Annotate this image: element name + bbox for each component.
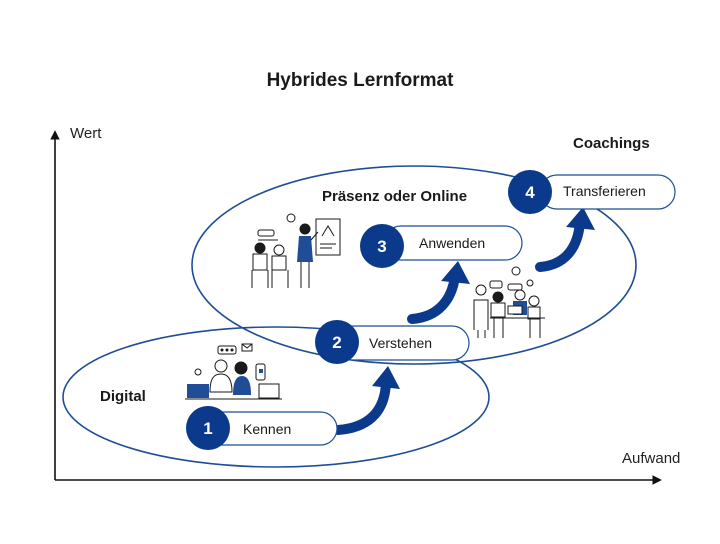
progress-arrow-3-4 <box>535 207 595 272</box>
step-3: 3 Anwenden <box>360 224 523 268</box>
step-label: Transferieren <box>563 183 646 199</box>
step-number: 1 <box>203 419 212 438</box>
step-number: 2 <box>332 333 341 352</box>
presentation-illustration-icon <box>251 213 341 288</box>
group-label-praesenz: Präsenz oder Online <box>322 188 468 205</box>
step-number: 3 <box>377 237 386 256</box>
step-number: 4 <box>525 183 535 202</box>
step-2: 2 Verstehen <box>315 320 470 364</box>
step-number-circle <box>186 406 230 450</box>
digital-ellipse <box>62 326 490 468</box>
step-label: Anwenden <box>419 235 485 251</box>
progress-arrow-2-3 <box>407 261 470 324</box>
step-1: 1 Kennen <box>186 406 338 450</box>
step-label: Verstehen <box>369 335 432 351</box>
step-number-circle <box>315 320 359 364</box>
person-laptop-illustration-icon <box>185 343 282 400</box>
step-label: Kennen <box>243 421 291 437</box>
step-4: 4 Transferieren <box>508 170 676 214</box>
meeting-illustration-icon <box>473 266 545 338</box>
page-title: Hybrides Lernformat <box>266 70 454 91</box>
group-label-digital: Digital <box>100 388 146 405</box>
step-number-circle <box>360 224 404 268</box>
x-axis-label: Aufwand <box>622 450 681 467</box>
y-axis-label: Wert <box>70 125 102 142</box>
step-number-circle <box>508 170 552 214</box>
praesenz-ellipse <box>191 165 637 365</box>
progress-arrow-1-2 <box>333 366 400 435</box>
group-label-coachings: Coachings <box>573 135 650 152</box>
